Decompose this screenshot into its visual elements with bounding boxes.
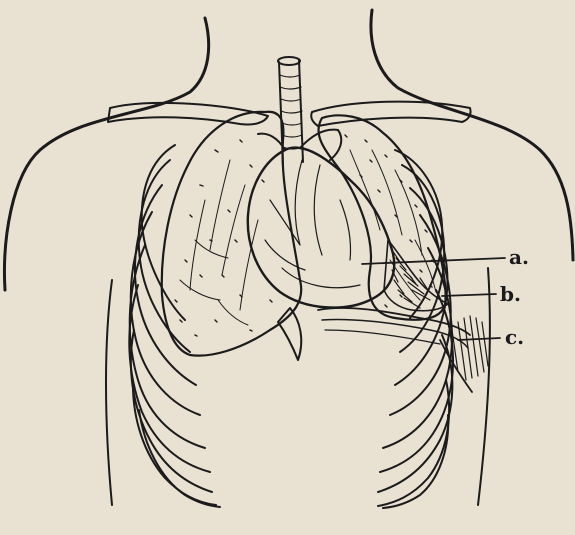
body-outline bbox=[4, 10, 573, 505]
label-pointers bbox=[362, 258, 505, 340]
label-a: a. bbox=[509, 247, 529, 267]
diaphragm-region-c bbox=[278, 308, 488, 392]
heart bbox=[248, 130, 394, 308]
clavicles bbox=[108, 102, 471, 126]
ribcage bbox=[129, 145, 453, 508]
label-b: b. bbox=[500, 284, 521, 304]
label-c: c. bbox=[505, 327, 524, 347]
